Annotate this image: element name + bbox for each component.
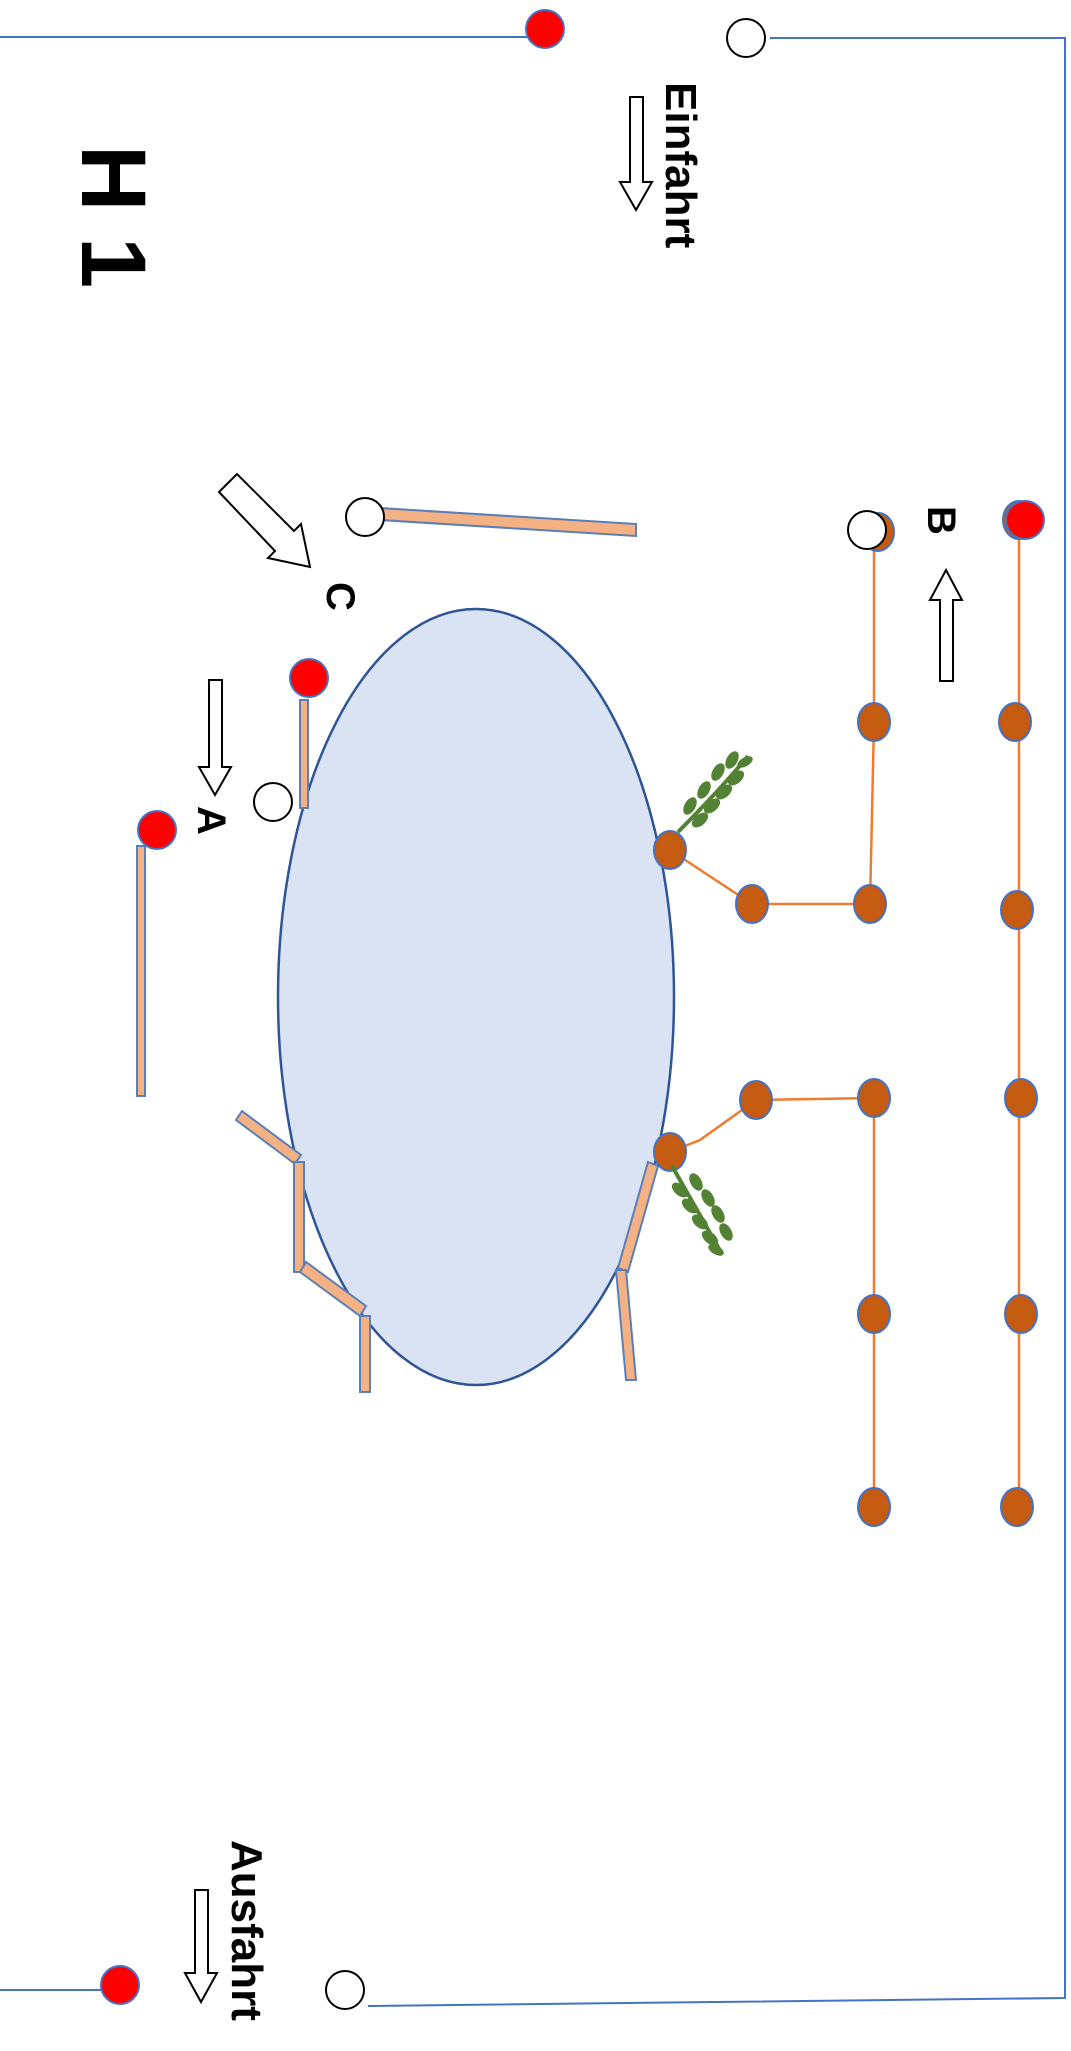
cavaletti-pole-end [1004,1078,1038,1118]
obstacle-a-red-flag-outer [137,810,177,850]
obstacle-c-pole [379,506,637,538]
obstacle-a-arrow-icon [197,679,233,798]
oval-right-pole-2 [614,1269,638,1381]
cavaletti-pole-end [853,884,887,924]
obstacle-a-pole-inner [299,699,309,809]
cavaletti-pole-end [1000,1487,1034,1527]
exit-arrow-icon [183,1889,219,2005]
obstacle-c-white-flag [345,497,385,537]
cavaletti-pole-end [998,702,1032,742]
obstacle-b-label: B [919,506,963,535]
diagram-title: H 1 [62,145,164,288]
cavaletti-inner-row [653,512,895,1527]
obstacle-c-label: C [318,582,362,611]
entry-white-flag [726,18,766,58]
obstacle-c-arrow-icon [217,472,312,569]
cavaletti-pole-end [857,1078,891,1118]
cavaletti-pole-end [1000,890,1034,930]
oval-left-pole-1 [234,1109,303,1166]
cavaletti-pole-end [857,1294,891,1334]
exit-red-flag [100,1965,140,2005]
oval-right-pole-1 [616,1160,660,1274]
cavaletti-pole-end [857,702,891,742]
cavaletti-pole-end [739,1080,773,1120]
cavaletti-pole-end [653,830,687,870]
oval-left-pole-3 [298,1260,368,1318]
obstacle-a-red-flag-inner [289,658,329,698]
obstacle-a-white-flag [253,782,293,822]
plant-icon [676,751,753,834]
obstacle-b-red-flag [1005,500,1045,540]
cavaletti-pole-end [735,884,769,924]
entry-arrow-icon [618,96,654,213]
central-oval [276,607,676,1387]
cavaletti-pole-end [1004,1294,1038,1334]
arena-border [0,36,1066,2007]
oval-left-pole-4 [359,1315,371,1393]
obstacle-a-label: A [189,806,233,835]
cavaletti-pole-end [857,1487,891,1527]
entry-label: Einfahrt [656,82,705,249]
cavaletti-pole-end [653,1132,687,1172]
exit-label: Ausfahrt [222,1840,271,2021]
cavaletti-lines [669,520,1021,1507]
entry-red-flag [525,9,565,49]
oval-left-pole-2 [293,1161,305,1273]
obstacle-a-pole-outer [136,845,146,1097]
plant-icon [670,1165,733,1256]
obstacle-b-white-flag [847,510,887,550]
exit-white-flag [325,1970,365,2010]
obstacle-b-arrow-icon [928,567,964,682]
